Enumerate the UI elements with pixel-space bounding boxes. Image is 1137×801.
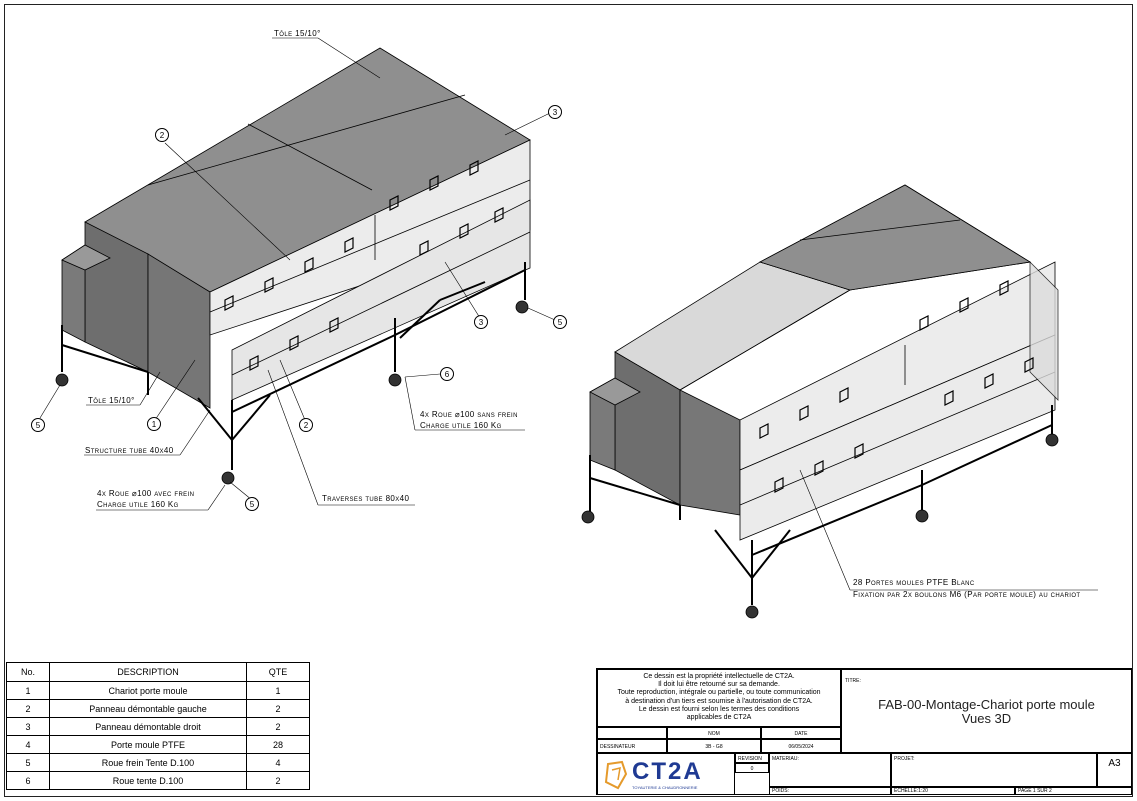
callout-1: 1 <box>147 417 161 431</box>
logo-mark-icon <box>604 760 628 790</box>
notice-line: applicables de CT2A <box>686 714 752 722</box>
bom-desc: Roue frein Tente D.100 <box>49 753 247 772</box>
dessinateur-label: DESSINATEUR <box>597 739 667 753</box>
bom-no: 2 <box>6 699 50 718</box>
notice-line: Il doit lui être retourné sur sa demande… <box>658 681 780 689</box>
titre-label: TITRE: <box>845 678 861 684</box>
annotation-traverses: Traverses tube 80x40 <box>322 494 410 503</box>
annotation-tole-top: Tôle 15/10° <box>274 29 321 38</box>
dessinateur-nom: 3B - G8 <box>667 739 761 753</box>
bom-header-qte: QTE <box>246 662 310 682</box>
notice-line: Le dessin est fourni selon les termes de… <box>638 705 800 713</box>
notice-line: Toute reproduction, intégrale ou partiel… <box>617 689 821 697</box>
bom-no: 5 <box>6 753 50 772</box>
title-area: TITRE: FAB-00-Montage-Chariot porte moul… <box>841 669 1132 753</box>
bom-qte: 2 <box>246 771 310 790</box>
bom-header-description: DESCRIPTION <box>49 662 247 682</box>
bom-qte: 2 <box>246 717 310 736</box>
right-lower-cabinet <box>739 334 1056 541</box>
date-label: DATE <box>761 727 841 739</box>
blank-cell <box>597 727 667 739</box>
annotation-portes-1: 28 Portes moules PTFE Blanc <box>853 578 975 587</box>
bom-qte: 28 <box>246 735 310 754</box>
notice-line: Ce dessin est la propriété intellectuell… <box>643 673 795 680</box>
poids-label: POIDS: <box>769 787 891 795</box>
callout-3-bottom: 3 <box>474 315 488 329</box>
bom-no: 6 <box>6 771 50 790</box>
bom-qte: 4 <box>246 753 310 772</box>
bom-header-no: No. <box>6 662 50 682</box>
logo-area: CT2A TOYAUTERIE & CHAUDRONNERIE <box>597 753 735 795</box>
annotation-structure: Structure tube 40x40 <box>85 446 174 455</box>
revision-label: REVISION <box>735 753 769 763</box>
bom-desc: Panneau démontable droit <box>49 717 247 736</box>
bom-desc: Roue tente D.100 <box>49 771 247 790</box>
bom-desc: Panneau démontable gauche <box>49 699 247 718</box>
sheet-format: A3 <box>1097 753 1132 787</box>
page-label: PAGE 1 SUR 2 <box>1015 787 1132 795</box>
right-trolley-view <box>581 184 1098 619</box>
echelle-label: ECHELLE:1:20 <box>891 787 1015 795</box>
bom-qte: 2 <box>246 699 310 718</box>
drawing-frame <box>4 4 1133 797</box>
dessinateur-date: 06/05/2024 <box>761 739 841 753</box>
annotation-roue-frein-1: 4x Roue ⌀100 avec frein <box>97 489 195 498</box>
logo-text: CT2A <box>632 758 703 785</box>
annotation-tole-side: Tôle 15/10° <box>88 396 135 405</box>
logo-subtitle: TOYAUTERIE & CHAUDRONNERIE <box>632 785 698 790</box>
left-side-panel-2 <box>147 253 211 409</box>
annotation-roue-sans-2: Charge utile 160 Kg <box>420 421 502 430</box>
bom-desc: Porte moule PTFE <box>49 735 247 754</box>
revision-value: 0 <box>735 763 769 773</box>
annotation-roue-frein-2: Charge utile 160 Kg <box>97 500 179 509</box>
annotation-portes-2: Fixation par 2x boulons M6 (Par porte mo… <box>853 590 1081 599</box>
bom-no: 1 <box>6 681 50 700</box>
left-trolley-view <box>39 37 556 511</box>
drawing-title: FAB-00-Montage-Chariot porte moule <box>878 697 1095 712</box>
callout-5-bottom: 5 <box>245 497 259 511</box>
nom-label: NOM <box>667 727 761 739</box>
materiau-label: MATERIAU: <box>769 753 891 787</box>
projet-label: PROJET: <box>891 753 1097 787</box>
callout-2-bottom: 2 <box>299 418 313 432</box>
callout-3-top: 3 <box>548 105 562 119</box>
bom-no: 4 <box>6 735 50 754</box>
ip-notice: Ce dessin est la propriété intellectuell… <box>597 669 841 727</box>
callout-5-right: 5 <box>553 315 567 329</box>
right-top-left-sheet <box>614 261 851 391</box>
title-block: Ce dessin est la propriété intellectuell… <box>596 668 1132 795</box>
callout-6: 6 <box>440 367 454 381</box>
right-glass-panel <box>1029 261 1059 401</box>
bom-no: 3 <box>6 717 50 736</box>
callout-5-left: 5 <box>31 418 45 432</box>
callout-2-top: 2 <box>155 128 169 142</box>
notice-line: à destination d'un tiers est soumise à l… <box>625 697 813 705</box>
bom-desc: Chariot porte moule <box>49 681 247 700</box>
drawing-subtitle: Vues 3D <box>961 711 1012 726</box>
bom-qte: 1 <box>246 681 310 700</box>
left-lower-cabinet <box>231 199 531 401</box>
annotation-roue-sans-1: 4x Roue ⌀100 sans frein <box>420 410 518 419</box>
